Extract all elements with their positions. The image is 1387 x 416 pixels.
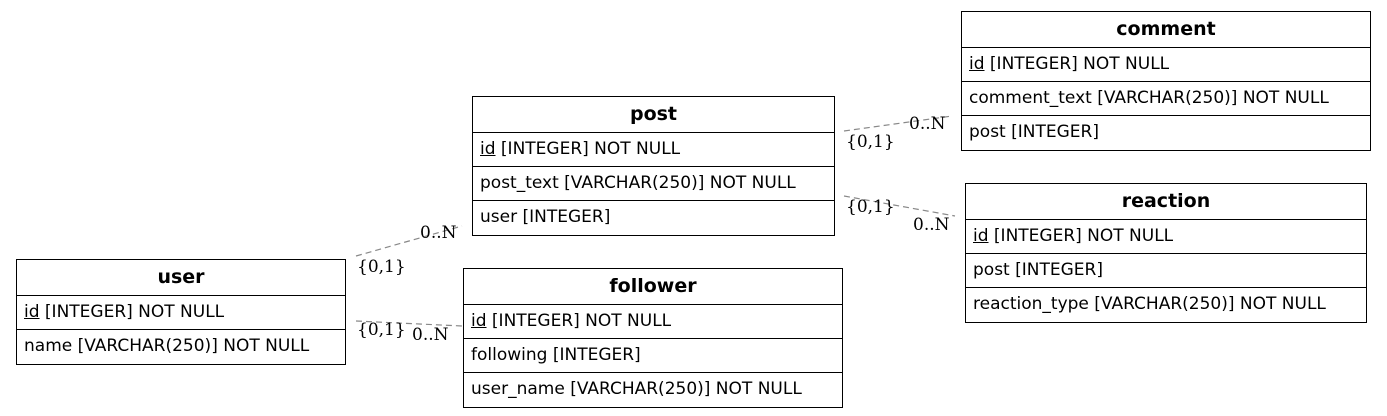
column-definition: [INTEGER] NOT NULL (984, 54, 1170, 74)
column-row: post [INTEGER] (966, 254, 1366, 288)
column-row: reaction_type [VARCHAR(250)] NOT NULL (966, 288, 1366, 322)
column-row: comment_text [VARCHAR(250)] NOT NULL (962, 82, 1370, 116)
cardinality-label-user-post-target: 0..N (420, 223, 457, 243)
column-row: id [INTEGER] NOT NULL (17, 296, 345, 330)
entity-comment[interactable]: comment id [INTEGER] NOT NULL comment_te… (961, 11, 1371, 151)
column-definition: following [INTEGER] (471, 345, 641, 365)
column-row: user_name [VARCHAR(250)] NOT NULL (464, 373, 842, 407)
cardinality-label-post-comment-target: 0..N (909, 114, 946, 134)
primary-key-label: id (480, 139, 496, 159)
primary-key-label: id (969, 54, 985, 74)
primary-key-label: id (24, 302, 40, 322)
column-definition: post [INTEGER] (969, 122, 1099, 142)
cardinality-label-post-reaction-target: 0..N (913, 215, 950, 235)
entity-user[interactable]: user id [INTEGER] NOT NULL name [VARCHAR… (16, 259, 346, 365)
cardinality-label-user-follower-source: {0,1} (357, 320, 406, 340)
primary-key-label: id (471, 311, 487, 331)
entity-title: follower (464, 269, 842, 305)
cardinality-label-user-follower-target: 0..N (412, 325, 449, 345)
column-row: id [INTEGER] NOT NULL (966, 220, 1366, 254)
cardinality-label-post-comment-source: {0,1} (846, 132, 895, 152)
column-row: user [INTEGER] (473, 201, 834, 235)
column-row: id [INTEGER] NOT NULL (464, 305, 842, 339)
column-definition: [INTEGER] NOT NULL (988, 226, 1174, 246)
column-row: id [INTEGER] NOT NULL (473, 133, 834, 167)
column-row: post [INTEGER] (962, 116, 1370, 150)
entity-post[interactable]: post id [INTEGER] NOT NULL post_text [VA… (472, 96, 835, 236)
relationship-line-user-post (355, 225, 463, 257)
primary-key-label: id (973, 226, 989, 246)
column-row: following [INTEGER] (464, 339, 842, 373)
entity-title: user (17, 260, 345, 296)
column-row: name [VARCHAR(250)] NOT NULL (17, 330, 345, 364)
relationship-line-post-reaction (843, 195, 956, 217)
column-definition: [INTEGER] NOT NULL (486, 311, 672, 331)
cardinality-label-post-reaction-source: {0,1} (846, 197, 895, 217)
column-row: id [INTEGER] NOT NULL (962, 48, 1370, 82)
column-definition: comment_text [VARCHAR(250)] NOT NULL (969, 88, 1329, 108)
relationship-line-post-comment (843, 115, 953, 132)
entity-title: comment (962, 12, 1370, 48)
column-definition: post [INTEGER] (973, 260, 1103, 280)
column-definition: [INTEGER] NOT NULL (495, 139, 681, 159)
cardinality-label-user-post-source: {0,1} (357, 257, 406, 277)
entity-title: reaction (966, 184, 1366, 220)
entity-title: post (473, 97, 834, 133)
column-definition: [INTEGER] NOT NULL (39, 302, 225, 322)
entity-reaction[interactable]: reaction id [INTEGER] NOT NULL post [INT… (965, 183, 1367, 323)
column-row: post_text [VARCHAR(250)] NOT NULL (473, 167, 834, 201)
column-definition: reaction_type [VARCHAR(250)] NOT NULL (973, 294, 1326, 314)
column-definition: user [INTEGER] (480, 207, 611, 227)
entity-follower[interactable]: follower id [INTEGER] NOT NULL following… (463, 268, 843, 408)
relationship-line-user-follower (355, 320, 463, 327)
column-definition: name [VARCHAR(250)] NOT NULL (24, 336, 310, 356)
column-definition: post_text [VARCHAR(250)] NOT NULL (480, 173, 796, 193)
column-definition: user_name [VARCHAR(250)] NOT NULL (471, 379, 802, 399)
